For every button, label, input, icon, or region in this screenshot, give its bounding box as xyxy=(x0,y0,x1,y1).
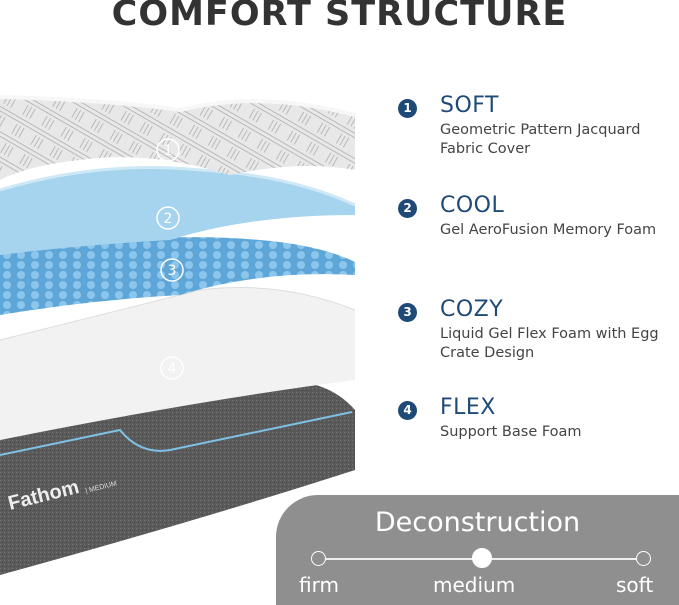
firmness-title: Deconstruction xyxy=(374,507,581,538)
layer-heading: COZY xyxy=(440,297,504,322)
svg-text:1: 1 xyxy=(164,143,173,159)
firmness-dot-firm xyxy=(311,551,326,566)
layer-heading: FLEX xyxy=(440,395,496,420)
memory-foam-layer: 2 xyxy=(0,166,356,255)
number-badge: 1 xyxy=(398,99,417,118)
fabric-cover-layer: 1 xyxy=(0,95,356,180)
egg-crate-layer: 3 xyxy=(0,237,355,315)
number-badge: 2 xyxy=(398,199,417,218)
firmness-label-medium: medium xyxy=(433,573,516,597)
layer-description: Liquid Gel Flex Foam with Egg Crate Desi… xyxy=(440,326,659,361)
mattress-layers-illustration: Fathom | MEDIUM 4 3 2 1 xyxy=(0,95,356,575)
firmness-label-firm: firm xyxy=(299,573,339,597)
number-badge: 4 xyxy=(398,401,417,420)
firmness-panel: Deconstruction firm medium soft xyxy=(276,495,679,605)
layer-description: Geometric Pattern Jacquard Fabric Cover xyxy=(440,122,641,157)
firmness-dot-medium-selected xyxy=(472,548,492,568)
number-badge: 3 xyxy=(398,303,417,322)
layer-description: Gel AeroFusion Memory Foam xyxy=(440,222,657,238)
svg-text:3: 3 xyxy=(168,263,177,279)
layer-heading: COOL xyxy=(440,193,505,218)
layer-description: Support Base Foam xyxy=(440,424,582,440)
support-base-layer: Fathom | MEDIUM xyxy=(0,380,355,575)
layer-heading: SOFT xyxy=(440,93,499,118)
firmness-dot-soft xyxy=(636,551,651,566)
flex-foam-layer: 4 xyxy=(0,287,356,440)
firmness-label-soft: soft xyxy=(616,573,654,597)
page-title: COMFORT STRUCTURE xyxy=(111,0,568,34)
svg-text:2: 2 xyxy=(164,211,173,227)
svg-text:4: 4 xyxy=(168,361,177,377)
